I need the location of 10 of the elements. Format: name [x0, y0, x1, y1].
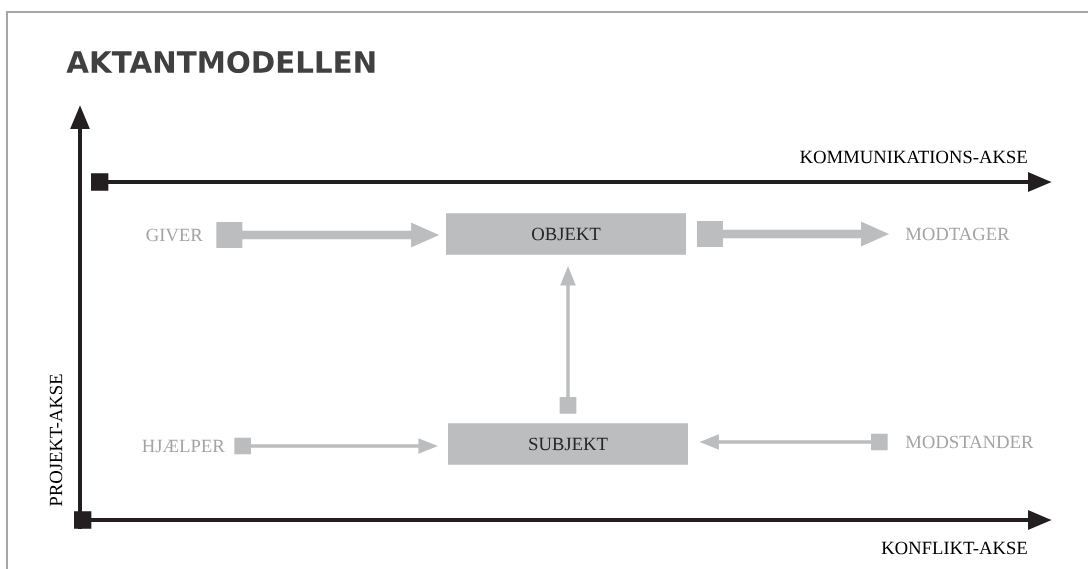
text-box: SUBJEKT: [448, 423, 688, 465]
title: AKTANTMODELLEN: [66, 50, 375, 74]
text-label: HJÆLPER: [142, 439, 225, 453]
axis-label: PROJEKT-AKSE: [49, 374, 63, 506]
axis-label: KONFLIKT-AKSE: [881, 541, 1027, 555]
text-label: MODSTANDER: [905, 435, 1034, 449]
text-label: MODTAGER: [905, 227, 1010, 241]
text-box: OBJEKT: [446, 213, 686, 255]
axis-label: KOMMUNIKATIONS-AKSE: [800, 150, 1027, 164]
text-label: GIVER: [146, 228, 203, 242]
